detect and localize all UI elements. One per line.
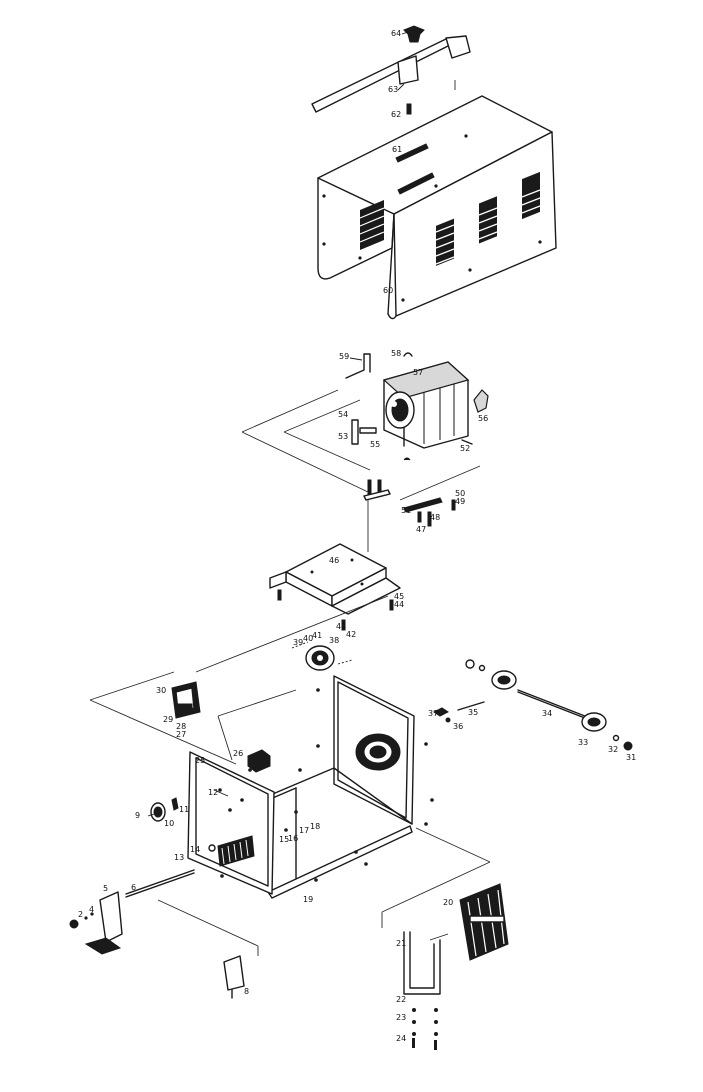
label-19: 19 [303, 895, 313, 904]
handle-assembly [311, 25, 471, 115]
label-17: 17 [299, 826, 309, 835]
label-16: 16 [288, 834, 298, 843]
mounting-plate [195, 543, 401, 673]
axle-assembly [433, 659, 633, 751]
label-32: 32 [608, 745, 618, 754]
label-51: 51 [401, 506, 411, 515]
label-63: 63 [388, 85, 398, 94]
label-30: 30 [156, 686, 166, 695]
label-31: 31 [626, 753, 636, 762]
part-number-labels: 64 63 62 61 60 59 58 57 56 55 54 53 52 5… [78, 29, 636, 1043]
label-13: 13 [174, 853, 184, 862]
label-12: 12 [208, 788, 218, 797]
label-45: 45 [394, 592, 404, 601]
label-42: 42 [346, 630, 356, 639]
label-36: 36 [453, 722, 463, 731]
leader-lines [147, 31, 409, 817]
label-21: 21 [396, 939, 406, 948]
label-22: 22 [396, 995, 406, 1004]
label-61: 61 [392, 145, 402, 154]
label-14: 14 [190, 845, 200, 854]
label-15: 15 [279, 835, 289, 844]
label-43: 43 [336, 622, 346, 631]
front-handle-assembly [69, 797, 259, 999]
label-53: 53 [338, 432, 348, 441]
label-28: 28 [176, 722, 186, 731]
fan-motor [291, 641, 353, 671]
label-55: 55 [370, 440, 380, 449]
label-23: 23 [396, 1013, 406, 1022]
label-37: 37 [428, 709, 438, 718]
label-4: 4 [89, 905, 94, 914]
label-62: 62 [391, 110, 401, 119]
label-6: 6 [131, 883, 136, 892]
label-35: 35 [468, 708, 478, 717]
label-59: 59 [339, 352, 349, 361]
label-33: 33 [578, 738, 588, 747]
chassis [89, 671, 434, 899]
label-26: 26 [233, 749, 243, 758]
label-48: 48 [430, 513, 440, 522]
label-44: 44 [394, 600, 404, 609]
label-41: 41 [312, 631, 322, 640]
label-2: 2 [78, 910, 83, 919]
label-58: 58 [391, 349, 401, 358]
label-38: 38 [329, 636, 339, 645]
label-47: 47 [416, 525, 426, 534]
label-54: 54 [338, 410, 348, 419]
label-39: 39 [293, 638, 303, 647]
label-52: 52 [460, 444, 470, 453]
label-40: 40 [303, 634, 313, 643]
label-5: 5 [103, 884, 108, 893]
label-34: 34 [542, 709, 552, 718]
label-50: 50 [455, 489, 465, 498]
label-24: 24 [396, 1034, 406, 1043]
label-64: 64 [391, 29, 401, 38]
label-11: 11 [179, 805, 189, 814]
label-49: 49 [455, 497, 465, 506]
label-60: 60 [383, 286, 393, 295]
label-46: 46 [329, 556, 339, 565]
transformer-assembly [241, 352, 489, 552]
label-57: 57 [413, 368, 423, 377]
label-10: 10 [164, 819, 174, 828]
cover-panel [317, 95, 557, 320]
label-27: 27 [176, 730, 186, 739]
rectifier-heatsink [381, 827, 509, 1050]
label-9: 9 [135, 811, 140, 820]
label-8: 8 [244, 987, 249, 996]
label-18: 18 [310, 822, 320, 831]
label-20: 20 [443, 898, 453, 907]
label-29: 29 [163, 715, 173, 724]
label-56: 56 [478, 414, 488, 423]
label-25: 25 [195, 756, 205, 765]
